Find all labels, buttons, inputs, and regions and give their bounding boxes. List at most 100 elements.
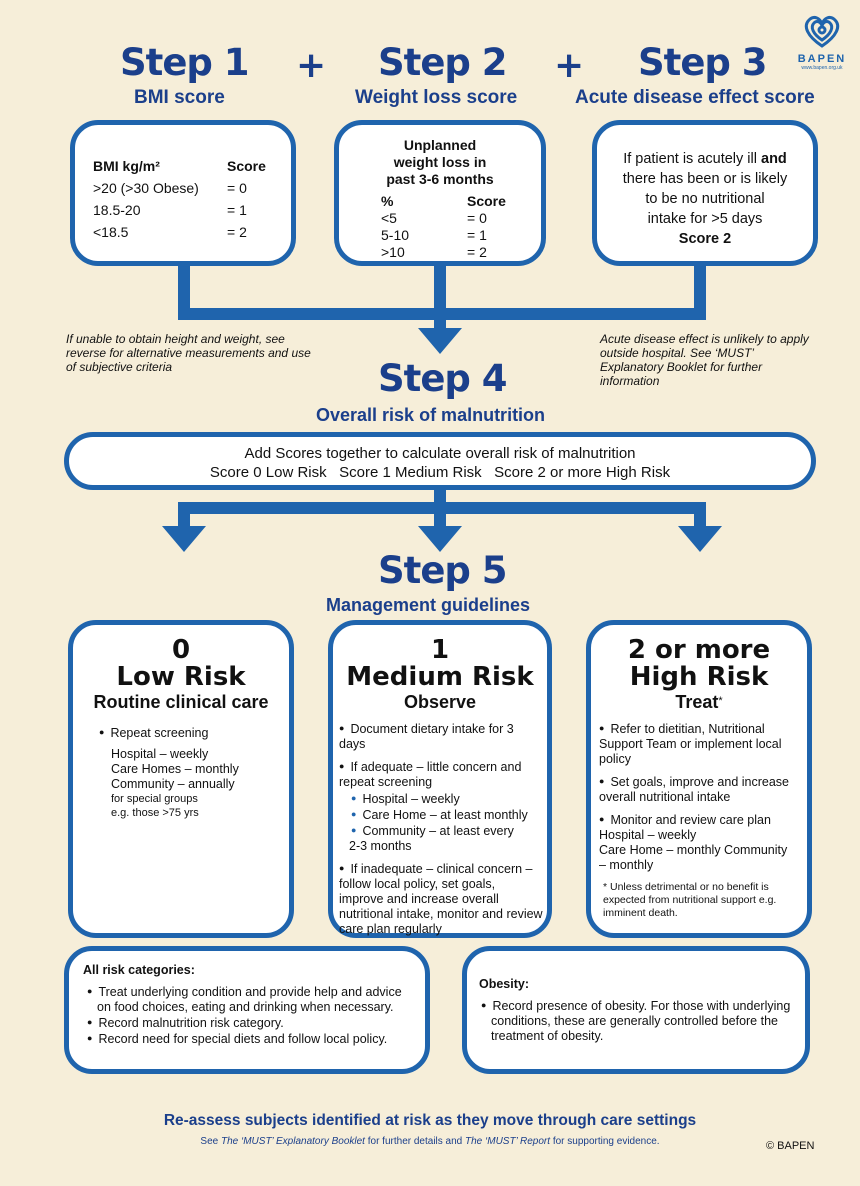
step5-subtitle: Management guidelines (326, 595, 531, 615)
footer-text: for supporting evidence. (550, 1136, 660, 1147)
bmi-col-header: BMI kg/m² (93, 158, 160, 174)
weight-loss-title: Unplanned weight loss in past 3-6 months (339, 137, 541, 188)
bmi-row: 18.5-20 = 1 (93, 199, 279, 221)
overall-line: Add Scores together to calculate overall… (244, 445, 636, 462)
copyright: © BAPEN (766, 1140, 815, 1152)
bmi-score-box: BMI kg/m² Score >20 (>30 Obese)= 0 18.5-… (70, 120, 296, 266)
all-risk-item: Record need for special diets and follow… (83, 1031, 413, 1047)
weight-loss-box: Unplanned weight loss in past 3-6 months… (334, 120, 546, 266)
low-risk-line: Community – annually (111, 777, 235, 791)
high-risk-score: 2 or more (627, 635, 771, 665)
arrow-medium (418, 526, 462, 552)
low-risk-line: Care Homes – monthly (111, 762, 239, 776)
all-risk-title: All risk categories: (83, 963, 195, 977)
bapen-logo: BAPEN www.bapen.org.uk (790, 14, 854, 71)
step2-title: Step 2 (378, 41, 508, 84)
high-risk-line: Care Home – monthly Community (599, 843, 788, 857)
obesity-title: Obesity: (479, 977, 530, 991)
weight-title-line: Unplanned (403, 137, 477, 153)
weight-row: >10 = 2 (381, 244, 541, 261)
arrow-high (678, 526, 722, 552)
medium-risk-box: 1 Medium Risk Observe Document dietary i… (328, 620, 552, 938)
bmi-score-header: Score (227, 158, 266, 174)
bmi-score: = 1 (227, 202, 247, 218)
acute-line: If patient is acutely ill and (597, 149, 813, 169)
medium-risk-subitem: Care Home – at least monthly (351, 807, 543, 823)
weight-score: = 2 (467, 244, 487, 260)
obesity-item: Record presence of obesity. For those wi… (479, 998, 795, 1044)
weight-range: 5-10 (381, 227, 410, 243)
step1-subtitle: BMI score (134, 87, 225, 108)
medium-risk-subitem: Community – at least every (351, 823, 543, 839)
reassess-heading: Re-assess subjects identified at risk as… (163, 1112, 697, 1129)
footer-reference: See The ‘MUST’ Explanatory Booklet for f… (0, 1136, 860, 1147)
acute-line: intake for >5 days (647, 211, 763, 227)
high-risk-line: – monthly (599, 858, 654, 872)
weight-score: = 1 (467, 227, 487, 243)
high-risk-action-text: Treat (675, 691, 719, 712)
weight-title-line: past 3-6 months (386, 171, 494, 187)
medium-risk-name: Medium Risk (346, 662, 534, 693)
low-risk-bullet: Repeat screening (99, 725, 279, 741)
step1-title: Step 1 (120, 41, 250, 84)
bapen-logo-url: www.bapen.org.uk (801, 65, 843, 71)
low-risk-name: Low Risk (116, 662, 246, 693)
arrow-to-step4 (418, 328, 462, 354)
high-risk-footnote: * Unless detrimental or no benefit is ex… (603, 881, 777, 919)
low-risk-line: Hospital – weekly (111, 747, 209, 761)
weight-row: <5 = 0 (381, 210, 541, 227)
weight-header-row: % Score (381, 193, 541, 210)
high-risk-bullet: Monitor and review care plan (599, 812, 801, 828)
medium-risk-subitem: Hospital – weekly (351, 791, 543, 807)
step3-subtitle: Acute disease effect score (575, 87, 815, 108)
note-height-weight: If unable to obtain height and weight, s… (66, 332, 311, 374)
weight-row: 5-10 = 1 (381, 227, 541, 244)
high-risk-asterisk: * (718, 694, 723, 707)
plus-sign-2: + (554, 45, 585, 86)
medium-risk-bullet: If adequate – little concern and repeat … (339, 759, 543, 790)
weight-range: >10 (381, 244, 405, 260)
bmi-header-row: BMI kg/m² Score (93, 155, 279, 177)
high-risk-bullet: Refer to dietitian, Nutritional Support … (599, 721, 801, 767)
acute-line: to be no nutritional (645, 191, 765, 207)
footer-report-ref: The ‘MUST’ Report (465, 1136, 551, 1147)
bmi-range: 18.5-20 (93, 202, 141, 218)
bmi-row: >20 (>30 Obese)= 0 (93, 177, 279, 199)
bmi-score: = 0 (227, 180, 247, 196)
low-risk-small-line: e.g. those >75 yrs (111, 807, 199, 819)
step2-subtitle: Weight loss score (355, 87, 518, 108)
weight-range: <5 (381, 210, 397, 226)
medium-risk-score: 1 (430, 635, 450, 665)
high-risk-action: Treat* (591, 692, 807, 713)
low-risk-small-line: for special groups (111, 793, 198, 805)
all-risk-item: Treat underlying condition and provide h… (83, 984, 413, 1015)
connector-step2 (434, 262, 446, 320)
weight-score-header: Score (467, 193, 506, 209)
low-risk-action: Routine clinical care (93, 691, 269, 712)
overall-risk-box: Add Scores together to calculate overall… (64, 432, 816, 490)
obesity-box: Obesity: Record presence of obesity. For… (462, 946, 810, 1074)
all-risk-item: Record malnutrition risk category. (83, 1015, 413, 1031)
connector-step3 (694, 262, 706, 320)
bmi-row: <18.5= 2 (93, 221, 279, 243)
footer-booklet-ref: The ‘MUST’ Explanatory Booklet (221, 1136, 365, 1147)
plus-sign-1: + (296, 45, 327, 86)
connector-step1 (178, 262, 190, 320)
high-risk-box: 2 or more High Risk Treat* Refer to diet… (586, 620, 812, 938)
bmi-range: <18.5 (93, 224, 129, 240)
low-risk-score: 0 (171, 635, 191, 665)
medium-risk-action: Observe (403, 691, 477, 712)
footer-text: for further details and (364, 1136, 466, 1147)
footer-text: See (200, 1136, 221, 1147)
step5-title: Step 5 (378, 549, 508, 592)
high-risk-name: High Risk (629, 662, 769, 693)
high-risk-line: Hospital – weekly (599, 828, 697, 842)
acute-disease-box: If patient is acutely ill and there has … (592, 120, 818, 266)
weight-title-line: weight loss in (393, 154, 487, 170)
step4-title: Step 4 (378, 357, 508, 400)
low-risk-box: 0 Low Risk Routine clinical care Repeat … (68, 620, 294, 938)
weight-score: = 0 (467, 210, 487, 226)
step3-title: Step 3 (638, 41, 768, 84)
